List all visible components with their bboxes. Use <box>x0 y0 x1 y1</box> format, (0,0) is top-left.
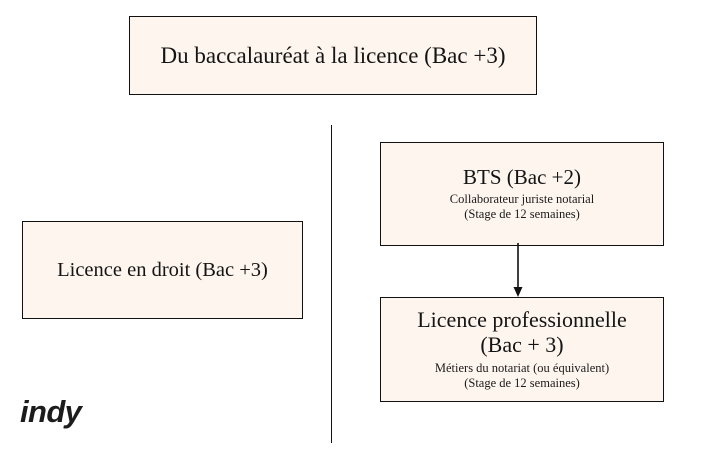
header-box: Du baccalauréat à la licence (Bac +3) <box>129 16 537 95</box>
node-licence-en-droit-title: Licence en droit (Bac +3) <box>57 258 268 281</box>
node-licence-professionnelle-subtitle-1: Métiers du notariat (ou équivalent) <box>434 360 610 375</box>
arrow-bts-to-licence-pro-icon <box>513 243 523 297</box>
node-bts-subtitle-1: Collaborateur juriste notarial <box>449 191 595 206</box>
node-bts-title: BTS (Bac +2) <box>463 165 581 190</box>
vertical-divider <box>331 125 333 443</box>
node-bts: BTS (Bac +2) Collaborateur juriste notar… <box>380 142 664 246</box>
node-licence-professionnelle-subtitle-2: (Stage de 12 semaines) <box>464 375 580 390</box>
indy-logo: indy <box>20 394 82 429</box>
node-licence-en-droit: Licence en droit (Bac +3) <box>22 221 303 319</box>
node-bts-subtitle-2: (Stage de 12 semaines) <box>464 206 580 221</box>
header-title: Du baccalauréat à la licence (Bac +3) <box>160 42 506 68</box>
node-licence-professionnelle-title: Licence professionnelle (Bac + 3) <box>417 307 627 357</box>
node-licence-professionnelle: Licence professionnelle (Bac + 3) Métier… <box>380 297 664 402</box>
